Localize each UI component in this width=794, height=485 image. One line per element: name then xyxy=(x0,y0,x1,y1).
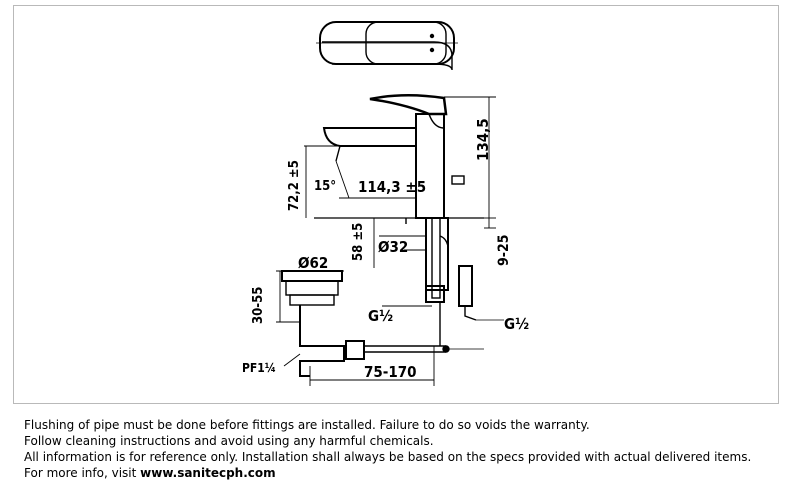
height-overall-label: 134,5 xyxy=(474,118,492,161)
deck-thickness-label: 9-25 xyxy=(496,234,512,266)
hole-diameter-label: Ø32 xyxy=(378,238,408,256)
inlet-right-label: G½ xyxy=(504,315,529,333)
dimension-lines xyxy=(276,96,496,386)
under-counter-parts xyxy=(425,217,504,346)
installation-notes: Flushing of pipe must be done before fit… xyxy=(24,417,784,481)
top-view xyxy=(316,21,458,71)
spout-reach-label: 114,3 ±5 xyxy=(358,178,426,196)
waste-diameter-label: Ø62 xyxy=(298,254,328,272)
base-height-label: 58 ±5 xyxy=(351,223,366,261)
note-flushing: Flushing of pipe must be done before fit… xyxy=(24,418,590,432)
popup-waste xyxy=(281,270,484,377)
faucet-technical-drawing: 134,5 72,2 ±5 15° 114,3 ±5 58 ±5 9-25 Ø3… xyxy=(242,21,529,386)
technical-drawing-frame: 134,5 72,2 ±5 15° 114,3 ±5 58 ±5 9-25 Ø3… xyxy=(13,5,779,404)
note-reference: All information is for reference only. I… xyxy=(24,450,752,464)
note-cleaning: Follow cleaning instructions and avoid u… xyxy=(24,434,434,448)
note-more-info: For more info, visit www.sanitecph.com xyxy=(24,465,784,481)
more-info-prefix: For more info, visit xyxy=(24,466,141,480)
waste-height-label: 30-55 xyxy=(251,287,266,324)
waste-thread-label: PF1¼ xyxy=(242,361,276,375)
spout-height-label: 72,2 ±5 xyxy=(287,160,302,211)
popup-reach-label: 75-170 xyxy=(364,363,417,381)
faucet-body xyxy=(314,93,484,224)
inlet-left-label: G½ xyxy=(368,307,393,325)
spout-angle-label: 15° xyxy=(314,179,336,194)
website-link[interactable]: www.sanitecph.com xyxy=(140,466,276,480)
